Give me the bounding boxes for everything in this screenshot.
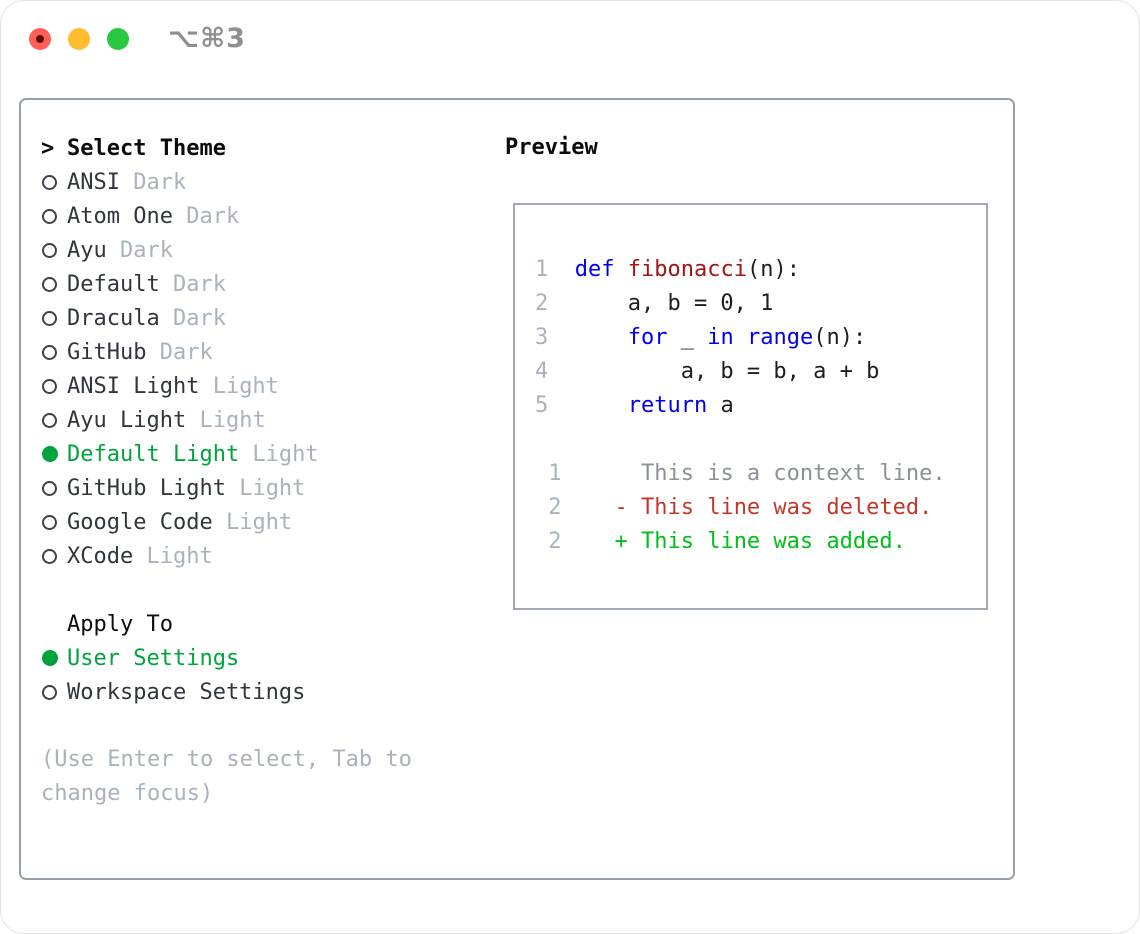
theme-option[interactable]: Dracula Dark (41, 301, 412, 335)
code-preview-box: 1 def fibonacci(n): 2 a, b = 0, 1 3 for _ … (513, 203, 988, 610)
radio-unselected-icon (42, 378, 57, 394)
theme-option-tag: Light (133, 543, 213, 569)
radio-selected-icon (42, 650, 58, 666)
hint-text-line1: (Use Enter to select, Tab to (41, 747, 412, 772)
radio-marker-column (41, 650, 67, 666)
preview-line: 5 return a (535, 393, 734, 418)
theme-option-name: ANSI (67, 169, 120, 195)
radio-unselected-icon (42, 276, 57, 292)
spacer (41, 709, 412, 743)
theme-option-name: ANSI Light (67, 373, 200, 399)
theme-option[interactable]: Default Light Light (41, 437, 412, 471)
focus-caret-icon: > (41, 135, 55, 161)
theme-option[interactable]: ANSI Dark (41, 165, 412, 199)
minimize-button[interactable] (68, 28, 90, 50)
theme-option-name: Atom One (67, 203, 173, 229)
radio-selected-icon (42, 446, 58, 462)
theme-option-name: XCode (67, 543, 134, 569)
radio-unselected-icon (42, 548, 57, 564)
radio-unselected-icon (42, 684, 57, 700)
preview-line: 4 a, b = b, a + b (535, 359, 880, 384)
radio-unselected-icon (42, 174, 57, 190)
radio-marker-column (41, 242, 67, 258)
radio-unselected-icon (42, 480, 57, 496)
radio-unselected-icon (42, 310, 57, 326)
theme-option-name: GitHub (67, 339, 147, 365)
theme-option-name: Ayu (67, 237, 107, 263)
theme-option-tag: Dark (146, 339, 213, 365)
apply-to-header: Apply To (41, 607, 412, 641)
select-theme-title: Select Theme (67, 135, 226, 161)
theme-option-tag: Light (186, 407, 266, 433)
theme-option[interactable]: ANSI Light Light (41, 369, 412, 403)
radio-marker-column (41, 174, 67, 190)
preview-lines: 1 def fibonacci(n): 2 a, b = 0, 1 3 for _ … (535, 253, 986, 559)
theme-option-tag: Light (199, 373, 279, 399)
theme-option-tag: Light (212, 509, 293, 535)
window-title: ⌥⌘3 (168, 23, 246, 54)
radio-marker-column (41, 446, 67, 462)
theme-option-name: Default Light (67, 441, 240, 467)
apply-to-option[interactable]: Workspace Settings (41, 675, 412, 709)
radio-marker-column (41, 208, 67, 224)
theme-option[interactable]: GitHub Light Light (41, 471, 412, 505)
preview-title: Preview (505, 135, 598, 160)
theme-option-name: GitHub Light (67, 475, 226, 501)
apply-to-option[interactable]: User Settings (41, 641, 412, 675)
radio-marker-column (41, 480, 67, 496)
preview-line: 2 - This line was deleted. (548, 495, 933, 520)
theme-option[interactable]: Google Code Light (41, 505, 412, 539)
theme-option-tag: Light (239, 441, 319, 467)
theme-option[interactable]: Atom One Dark (41, 199, 412, 233)
radio-marker-column (41, 310, 67, 326)
unsaved-indicator-icon (36, 35, 44, 43)
theme-option-tag: Dark (159, 305, 226, 331)
radio-marker-column (41, 684, 67, 700)
preview-line: 1 def fibonacci(n): (535, 257, 800, 282)
radio-marker-column (41, 412, 67, 428)
preview-line: 3 for _ in range(n): (535, 325, 867, 350)
preview-line: 1 This is a context line. (548, 461, 946, 486)
select-theme-header: > Select Theme (41, 131, 412, 165)
theme-option-tag: Dark (172, 203, 240, 229)
spacer (41, 573, 412, 607)
radio-unselected-icon (42, 208, 57, 224)
apply-to-option-name: User Settings (67, 645, 240, 671)
theme-option[interactable]: Ayu Light Light (41, 403, 412, 437)
radio-unselected-icon (42, 344, 57, 360)
theme-option-tag: Dark (159, 271, 226, 297)
zoom-button[interactable] (107, 28, 129, 50)
theme-option[interactable]: Default Dark (41, 267, 412, 301)
radio-unselected-icon (42, 412, 57, 428)
radio-marker-column (41, 378, 67, 394)
theme-option-name: Default (67, 271, 160, 297)
theme-option-tag: Light (225, 475, 306, 501)
theme-option-name: Dracula (67, 305, 160, 331)
title-bar: ⌥⌘3 (1, 1, 1139, 77)
preview-line (535, 423, 986, 457)
radio-marker-column (41, 344, 67, 360)
theme-option-name: Google Code (67, 509, 213, 535)
radio-unselected-icon (42, 242, 57, 258)
hint-text-line2: change focus) (41, 781, 214, 806)
radio-marker-column (41, 276, 67, 292)
theme-option[interactable]: XCode Light (41, 539, 412, 573)
theme-option[interactable]: GitHub Dark (41, 335, 412, 369)
close-button[interactable] (29, 28, 51, 50)
theme-option[interactable]: Ayu Dark (41, 233, 412, 267)
radio-marker-column (41, 514, 67, 530)
apply-to-title: Apply To (67, 611, 173, 637)
preview-line: 2 a, b = 0, 1 (535, 291, 774, 316)
theme-option-name: Ayu Light (67, 407, 187, 433)
radio-unselected-icon (42, 514, 57, 530)
theme-option-tag: Dark (106, 237, 173, 263)
radio-marker-column (41, 548, 67, 564)
preview-line: 2 + This line was added. (548, 529, 906, 554)
apply-to-option-name: Workspace Settings (67, 679, 306, 705)
theme-option-tag: Dark (119, 169, 187, 195)
